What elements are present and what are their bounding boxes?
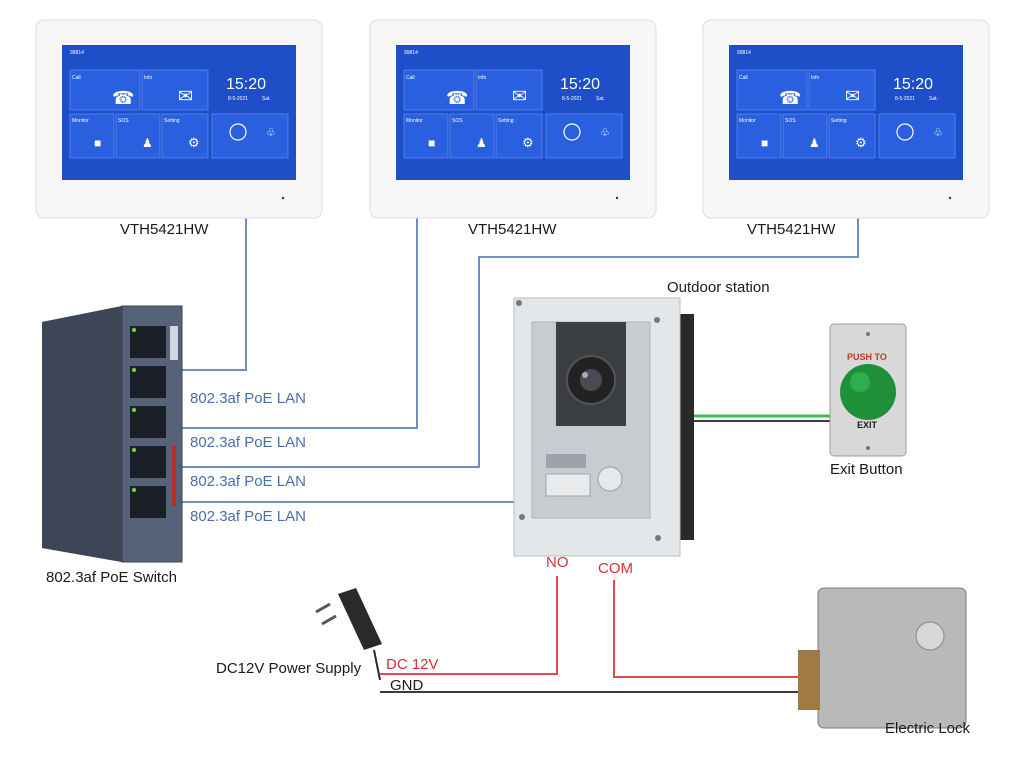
poe-cable-monitor-3 [160, 218, 859, 468]
monitor-date: 8-5-2021 [895, 96, 916, 102]
monitor-time: 15:20 [893, 76, 934, 93]
monitor-time: 15:20 [226, 76, 267, 93]
tile-sos[interactable]: SOS [452, 118, 463, 124]
tile-call[interactable]: Call [72, 75, 81, 81]
outdoor-station [513, 297, 694, 557]
outdoor-station-label: Outdoor station [667, 279, 770, 296]
mail-icon: ✉ [845, 86, 861, 106]
gnd-label: GND [390, 677, 424, 694]
phone-icon: ☎ [446, 88, 469, 108]
indoor-monitor-2 [369, 19, 657, 219]
monitor-3-model-label: VTH5421HW [747, 221, 836, 238]
tile-info[interactable]: Info [478, 75, 487, 81]
tile-info[interactable]: Info [144, 75, 153, 81]
monitor-status: 99814 [404, 50, 418, 56]
indoor-monitor-3 [702, 19, 990, 219]
electric-lock-device [798, 587, 967, 729]
exit-button-bottom-text: EXIT [857, 420, 878, 430]
tile-setting[interactable]: Setting [831, 118, 847, 124]
gear-icon: ⚙ [188, 135, 200, 150]
power-adapter [315, 588, 382, 681]
phone-icon: ☎ [779, 88, 802, 108]
dc-12v-label: DC 12V [386, 656, 439, 673]
exit-button-device [829, 323, 907, 457]
sos-person-icon: ♟ [476, 136, 487, 150]
tile-monitor[interactable]: Monitor [72, 118, 89, 124]
monitor-status: 99814 [737, 50, 751, 56]
mail-icon: ✉ [178, 86, 194, 106]
power-supply-label: DC12V Power Supply [216, 660, 362, 677]
monitor-1-model-label: VTH5421HW [120, 221, 209, 238]
no-wire [380, 576, 558, 675]
tile-sos[interactable]: SOS [118, 118, 129, 124]
poe-switch [42, 305, 183, 563]
mail-icon: ✉ [512, 86, 528, 106]
tile-call[interactable]: Call [739, 75, 748, 81]
tile-info[interactable]: Info [811, 75, 820, 81]
exit-button-top-text: PUSH TO [847, 352, 887, 362]
camera-icon: ■ [94, 136, 102, 150]
com-terminal-label: COM [598, 560, 633, 577]
poe-cable-monitor-1 [160, 218, 247, 371]
monitor-day: Sat. [596, 96, 605, 102]
monitor-day: Sat. [929, 96, 938, 102]
poe-switch-label: 802.3af PoE Switch [46, 569, 177, 586]
monitor-day: Sat. [262, 96, 271, 102]
monitor-status: 99814 [70, 50, 84, 56]
camera-icon: ■ [428, 136, 436, 150]
bell-mute-icon: ♧ [266, 127, 276, 139]
phone-icon: ☎ [112, 88, 135, 108]
sos-person-icon: ♟ [142, 136, 153, 150]
monitor-date: 8-5-2021 [562, 96, 583, 102]
tile-setting[interactable]: Setting [164, 118, 180, 124]
monitor-date: 8-5-2021 [228, 96, 249, 102]
poe-lan-label-1: 802.3af PoE LAN [190, 390, 306, 407]
electric-lock-label: Electric Lock [885, 720, 971, 737]
sos-person-icon: ♟ [809, 136, 820, 150]
poe-cable-monitor-2 [160, 218, 418, 429]
camera-icon: ■ [761, 136, 769, 150]
gear-icon: ⚙ [855, 135, 867, 150]
no-terminal-label: NO [546, 554, 569, 571]
monitor-time: 15:20 [560, 76, 601, 93]
tile-sos[interactable]: SOS [785, 118, 796, 124]
tile-monitor[interactable]: Monitor [739, 118, 756, 124]
bell-mute-icon: ♧ [600, 127, 610, 139]
tile-call[interactable]: Call [406, 75, 415, 81]
monitor-2-model-label: VTH5421HW [468, 221, 557, 238]
exit-button-label: Exit Button [830, 461, 903, 478]
poe-lan-label-4: 802.3af PoE LAN [190, 508, 306, 525]
bell-mute-icon: ♧ [933, 127, 943, 139]
com-wire [613, 580, 810, 678]
indoor-monitor-1 [35, 19, 323, 219]
gear-icon: ⚙ [522, 135, 534, 150]
poe-lan-label-3: 802.3af PoE LAN [190, 473, 306, 490]
tile-setting[interactable]: Setting [498, 118, 514, 124]
tile-monitor[interactable]: Monitor [406, 118, 423, 124]
poe-lan-label-2: 802.3af PoE LAN [190, 434, 306, 451]
